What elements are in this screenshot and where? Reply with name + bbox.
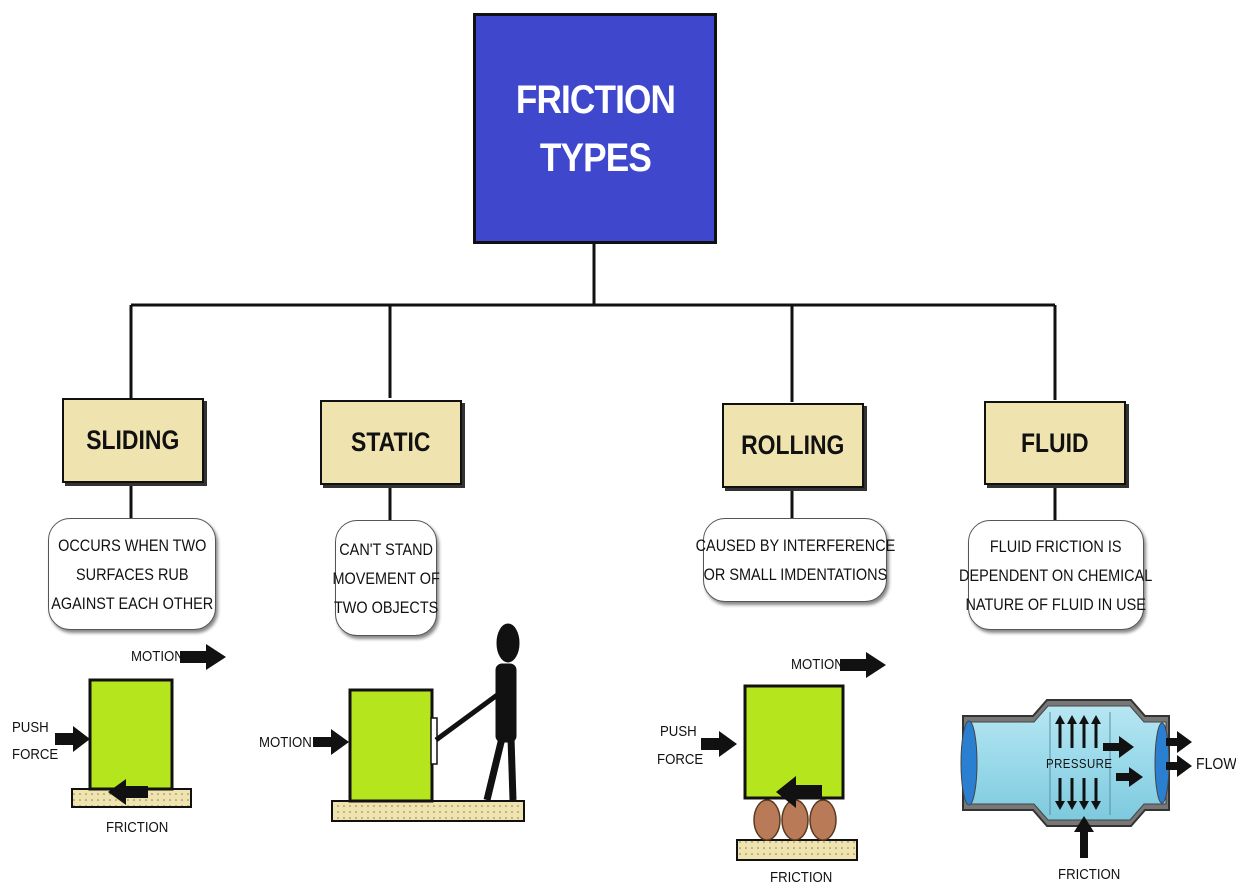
ground <box>736 839 858 861</box>
desc-static: CAN'T STAND MOVEMENT OF TWO OBJECTS <box>332 520 440 636</box>
push-force-label-line1: PUSH <box>660 723 697 740</box>
desc-line: DEPENDENT ON CHEMICAL <box>959 565 1153 585</box>
motion-label: MOTION <box>259 734 312 751</box>
handle <box>430 717 438 765</box>
desc-line: MOVEMENT OF <box>332 568 440 588</box>
friction-arrow-icon <box>1074 816 1094 858</box>
type-node-static: STATIC <box>320 400 462 485</box>
motion-arrow-icon <box>313 729 349 755</box>
pressure-arrows-icon <box>1055 715 1101 810</box>
desc-line: FLUID FRICTION IS <box>990 536 1122 556</box>
friction-label: FRICTION <box>106 819 169 836</box>
desc-rolling: CAUSED BY INTERFERENCE OR SMALL IMDENTAT… <box>695 518 895 602</box>
type-node-fluid: FLUID <box>984 401 1126 485</box>
rolling-illustration <box>701 652 886 861</box>
root-node: FRICTION TYPES <box>473 13 717 244</box>
type-title: STATIC <box>351 427 431 457</box>
flow-arrow-icon <box>1103 736 1134 758</box>
motion-label: MOTION <box>791 656 844 673</box>
friction-arrow-icon <box>776 776 822 808</box>
static-illustration <box>313 623 525 822</box>
roller <box>809 799 837 841</box>
push-arrow-icon <box>701 731 737 757</box>
desc-line: SURFACES RUB <box>75 564 189 584</box>
fluid-illustration <box>960 699 1192 858</box>
desc-line: AGAINST EACH OTHER <box>51 593 213 613</box>
roller <box>753 799 781 841</box>
type-title: FLUID <box>1021 427 1089 458</box>
flow-arrow-icon <box>1166 755 1192 777</box>
root-title-line2: TYPES <box>539 135 651 180</box>
flow-arrow-icon <box>1166 731 1192 753</box>
sliding-illustration <box>55 644 226 808</box>
desc-line: TWO OBJECTS <box>333 597 439 617</box>
desc-line: CAUSED BY INTERFERENCE <box>695 536 895 555</box>
push-arrow-icon <box>55 726 90 752</box>
pressure-label: PRESSURE <box>1046 756 1113 771</box>
desc-fluid: FLUID FRICTION IS DEPENDENT ON CHEMICAL … <box>959 520 1153 630</box>
desc-line: CAN'T STAND <box>339 539 433 559</box>
motion-arrow-icon <box>180 644 226 670</box>
desc-sliding: OCCURS WHEN TWO SURFACES RUB AGAINST EAC… <box>48 518 216 630</box>
root-title-line1: FRICTION <box>515 77 675 122</box>
type-node-sliding: SLIDING <box>62 398 204 483</box>
block <box>348 688 434 803</box>
motion-label: MOTION <box>131 648 184 665</box>
block <box>88 678 174 791</box>
desc-line: OCCURS WHEN TWO <box>57 535 207 555</box>
pipe-end-left <box>960 720 978 806</box>
type-title: SLIDING <box>86 425 180 455</box>
desc-line: OR SMALL IMDENTATIONS <box>703 565 887 584</box>
push-force-label-line2: FORCE <box>657 751 704 768</box>
type-title: ROLLING <box>741 430 845 460</box>
push-force-label-line1: PUSH <box>12 719 49 736</box>
person-icon <box>434 623 520 801</box>
flow-arrow-icon <box>1116 767 1143 787</box>
flow-label: FLOW <box>1196 756 1236 773</box>
motion-arrow-icon <box>840 652 886 678</box>
desc-line: NATURE OF FLUID IN USE <box>965 594 1147 614</box>
push-force-label-line2: FORCE <box>12 746 59 763</box>
friction-label: FRICTION <box>1058 866 1121 883</box>
friction-arrow-icon <box>108 779 148 805</box>
type-node-rolling: ROLLING <box>722 403 864 488</box>
friction-label: FRICTION <box>770 869 833 886</box>
pipe-inner <box>967 705 1167 821</box>
ground <box>331 800 525 822</box>
